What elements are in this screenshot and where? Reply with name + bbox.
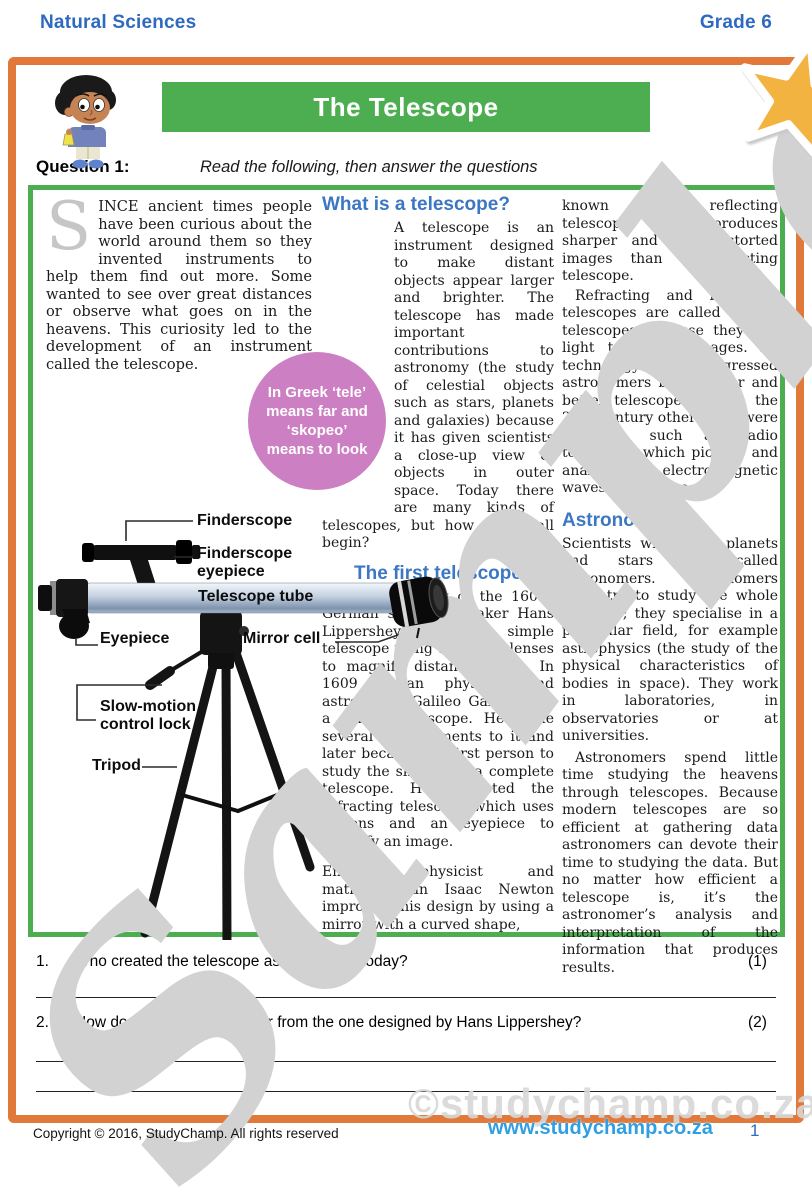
drop-cap: S (46, 188, 92, 265)
finderscope-shape (82, 540, 200, 585)
eyepiece-shape (59, 613, 89, 639)
article-col2-p2: At the beginning of the 1600s German spe… (322, 588, 554, 850)
page-title: The Telescope (313, 91, 499, 122)
answer-line (36, 1061, 776, 1062)
label-finderscope: Finderscope (197, 512, 293, 529)
answer-line (36, 997, 776, 998)
tripod-legs (140, 648, 315, 940)
label-slow-motion-control-lock: Slow-motion control lock (100, 698, 196, 733)
telescope-diagram-image (38, 520, 446, 940)
article-col2-p3: English physicist and mathematician Isaa… (322, 864, 554, 933)
fact-circle: In Greek ‘tele’ means far and ‘skopeo’ m… (248, 352, 386, 490)
article-col3-p2: Refracting and reflecting telescopes are… (562, 287, 778, 497)
article-col3-p1: known as a reflecting telescope. It prod… (562, 198, 778, 284)
question-1-number: 1. (36, 953, 49, 970)
label-mirror-cell: Mirror cell (243, 630, 321, 647)
page-number: 1 (750, 1121, 760, 1140)
heading-the-first-telescope: The first telescope (354, 562, 522, 584)
question-2-number: 2. (36, 1014, 49, 1031)
question-2-text: How does his invention differ from the o… (75, 1014, 582, 1031)
question-2-marks: (2) (748, 1014, 767, 1031)
subject-title: Natural Sciences (40, 12, 197, 33)
label-tripod: Tripod (92, 757, 141, 774)
question-1-marks: (1) (748, 953, 767, 970)
tripod-head (200, 611, 242, 655)
heading-what-is-a-telescope: What is a telescope? (322, 194, 510, 215)
copyright-text: Copyright © 2016, StudyChamp. All rights… (33, 1126, 339, 1141)
grade-label: Grade 6 (699, 12, 772, 33)
article-col2-p1: A telescope is an instrument designed to… (322, 220, 554, 551)
fact-circle-text: In Greek ‘tele’ means far and ‘skopeo’ m… (266, 384, 368, 458)
article-box (28, 185, 785, 937)
science-kid-illustration (55, 75, 116, 169)
slow-motion-rod (145, 666, 175, 690)
label-finderscope-eyepiece: Finderscope eyepiece (197, 545, 293, 580)
label-telescope-tube: Telescope tube (198, 588, 314, 605)
label-eyepiece: Eyepiece (100, 630, 170, 647)
mirror-cell-image (389, 576, 449, 639)
title-banner: The Telescope (162, 82, 650, 132)
article-col1-text: INCE ancient times people have been curi… (46, 198, 312, 373)
article-col3-p3: Scientists who study planets and stars a… (562, 535, 778, 745)
heading-astronomers: Astronomers (562, 509, 681, 531)
star-icon (740, 38, 812, 157)
website-link[interactable]: www.studychamp.co.za (488, 1117, 713, 1139)
question-instruction: Read the following, then answer the ques… (200, 158, 538, 176)
question-1-text: Who created the telescope as we know it … (75, 953, 408, 970)
answer-line (36, 1091, 776, 1092)
article-col3-p4: Astronomers spend little time studying t… (562, 749, 778, 976)
